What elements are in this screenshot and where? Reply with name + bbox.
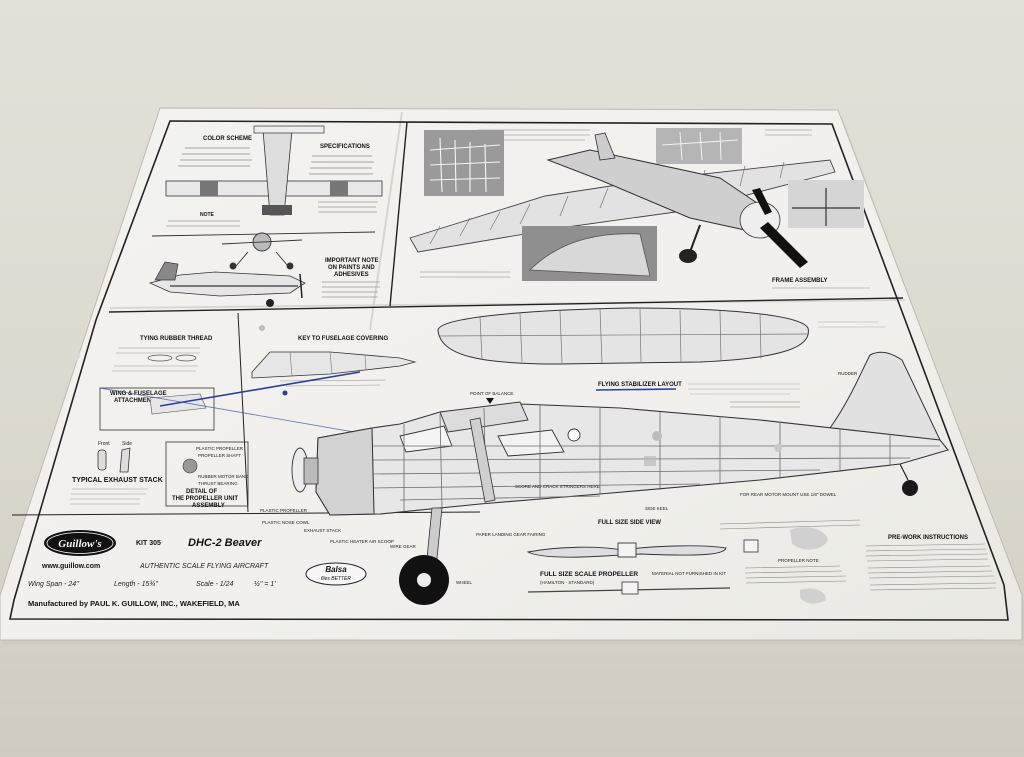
model-name: DHC-2 Beaver (188, 537, 262, 549)
guillows-logo-text: Guillow's (58, 538, 101, 550)
aircraft-side-view-small (148, 261, 306, 307)
specifications-heading: SPECIFICATIONS (320, 144, 370, 150)
plastic-nose-cowl-callout: PLASTIC NOSE COWL (262, 520, 310, 525)
paper-landing-gear-fairing-callout: PAPER LANDING GEAR FAIRING (476, 532, 546, 537)
key-to-fuselage-covering: KEY TO FUSELAGE COVERING (251, 336, 417, 387)
full-size-side-view-aircraft (291, 351, 949, 605)
rubber-motor-band-callout: RUBBER MOTOR BAND (198, 474, 249, 479)
panel-divider-title (11, 511, 481, 516)
aircraft-front-view (151, 231, 376, 270)
rudder-callout: RUDDER (838, 371, 858, 376)
material-not-furnished-label: MATERIAL NOT FURNISHED IN KIT (652, 571, 726, 576)
main-wheel (399, 555, 449, 605)
wheel-callout: WHEEL (456, 580, 473, 585)
typical-exhaust-stack-heading: TYPICAL EXHAUST STACK (72, 477, 163, 484)
photo-wing-frame (656, 128, 742, 164)
frame-assembly-heading: FRAME ASSEMBLY (772, 278, 828, 284)
balsa-flies-better-badge: Balsa flies BETTER (305, 562, 367, 586)
detail-line1: DETAIL OF (186, 489, 217, 495)
full-size-scale-propeller-heading: FULL SIZE SCALE PROPELLER (540, 571, 638, 578)
hamilton-standard-label: (HAMILTON - STANDARD) (540, 580, 595, 585)
detail-line2: THE PROPELLER UNIT (172, 496, 238, 502)
wing-span-spec: Wing Span - 24" (28, 581, 79, 588)
exhaust-stack-callout: EXHAUST STACK (304, 528, 341, 533)
note-heading: NOTE (200, 212, 215, 218)
scale-ratio-spec: ½" = 1' (254, 580, 276, 588)
tagline: AUTHENTIC SCALE FLYING AIRCRAFT (139, 563, 269, 570)
title-block: Guillow's www.guillow.com KIT 305 DHC-2 … (28, 530, 367, 608)
top-left-panel: COLOR SCHEME SPECIFICATIONS NOTE (148, 125, 383, 307)
color-scheme-heading: COLOR SCHEME (203, 136, 252, 142)
balsa-badge-line2: flies BETTER (321, 576, 351, 582)
fold-crease-vertical (369, 111, 403, 331)
propeller-shaft-callout: PROPELLER SHAFT (198, 453, 241, 458)
blue-guide-line (159, 371, 361, 407)
plan-callouts: POINT OF BALANCE SCORE AND CRACK STRINGE… (260, 371, 861, 585)
full-size-side-view-heading: FULL SIZE SIDE VIEW (598, 520, 661, 526)
score-and-crack-callout: SCORE AND CRACK STRINGERS HERE (515, 484, 600, 489)
top-right-panel: FRAME ASSEMBLY (409, 128, 870, 289)
website-text: www.guillow.com (41, 563, 100, 570)
wire-gear-callout: WIRE GEAR (390, 544, 417, 549)
scale-spec: Scale - 1/24 (196, 581, 233, 588)
length-spec: Length - 15¾" (114, 581, 158, 588)
guillows-logo: Guillow's (44, 530, 116, 556)
detail-line3: ASSEMBLY (192, 503, 225, 509)
propeller-note-label: PROPELLER NOTE (778, 558, 819, 563)
important-note-line2: ON PAINTS AND (328, 265, 375, 271)
lower-left-panel: TYING RUBBER THREAD WING & FUSELAGE ATTA… (70, 336, 249, 509)
plastic-propeller-callout: PLASTIC PROPELLER (196, 446, 244, 451)
tying-rubber-thread-heading: TYING RUBBER THREAD (140, 336, 213, 342)
aircraft-top-view (165, 125, 383, 216)
plastic-propeller-drawing (291, 447, 319, 493)
wing-fuselage-attachment-line1: WING & FUSELAGE (110, 391, 167, 397)
important-note-line1: IMPORTANT NOTE (325, 258, 379, 264)
point-of-balance-callout: POINT OF BALANCE (470, 391, 513, 396)
pre-work-instructions-heading: PRE-WORK INSTRUCTIONS (888, 535, 968, 541)
pre-work-instructions: PRE-WORK INSTRUCTIONS (865, 535, 997, 591)
key-to-fuselage-covering-heading: KEY TO FUSELAGE COVERING (298, 336, 388, 342)
side-label: Side (122, 441, 132, 447)
wing-fuselage-attachment-line2: ATTACHMENT (114, 398, 155, 404)
panel-divider-vertical-top (389, 121, 408, 307)
plastic-heater-air-scoop-callout: PLASTIC HEATER AIR SCOOP (330, 539, 394, 544)
rear-motor-mount-callout: FOR REAR MOTOR MOUNT USE 1/8" DOWEL (740, 492, 837, 497)
front-label: Front (98, 441, 110, 447)
plastic-propeller-callout-main: PLASTIC PROPELLER (260, 508, 308, 513)
panel-divider-horizontal (108, 297, 904, 313)
full-size-scale-propeller: FULL SIZE SCALE PROPELLER (HAMILTON - ST… (526, 527, 847, 604)
photo-framed-airplane (409, 132, 836, 268)
thrust-bearing-callout: THRUST BEARING (198, 481, 238, 486)
fold-crease-horizontal (109, 299, 906, 309)
important-note-line3: ADHESIVES (334, 272, 369, 278)
kit-number: KIT 305 (136, 540, 161, 547)
balsa-badge-line1: Balsa (325, 565, 347, 574)
flying-stabilizer-layout-heading: FLYING STABILIZER LAYOUT (598, 382, 682, 388)
stabilizer-layout: FLYING STABILIZER LAYOUT (437, 307, 885, 395)
manufacturer-line: Manufactured by PAUL K. GUILLOW, INC., W… (28, 599, 240, 608)
side-keel-callout: SIDE KEEL (645, 506, 669, 511)
